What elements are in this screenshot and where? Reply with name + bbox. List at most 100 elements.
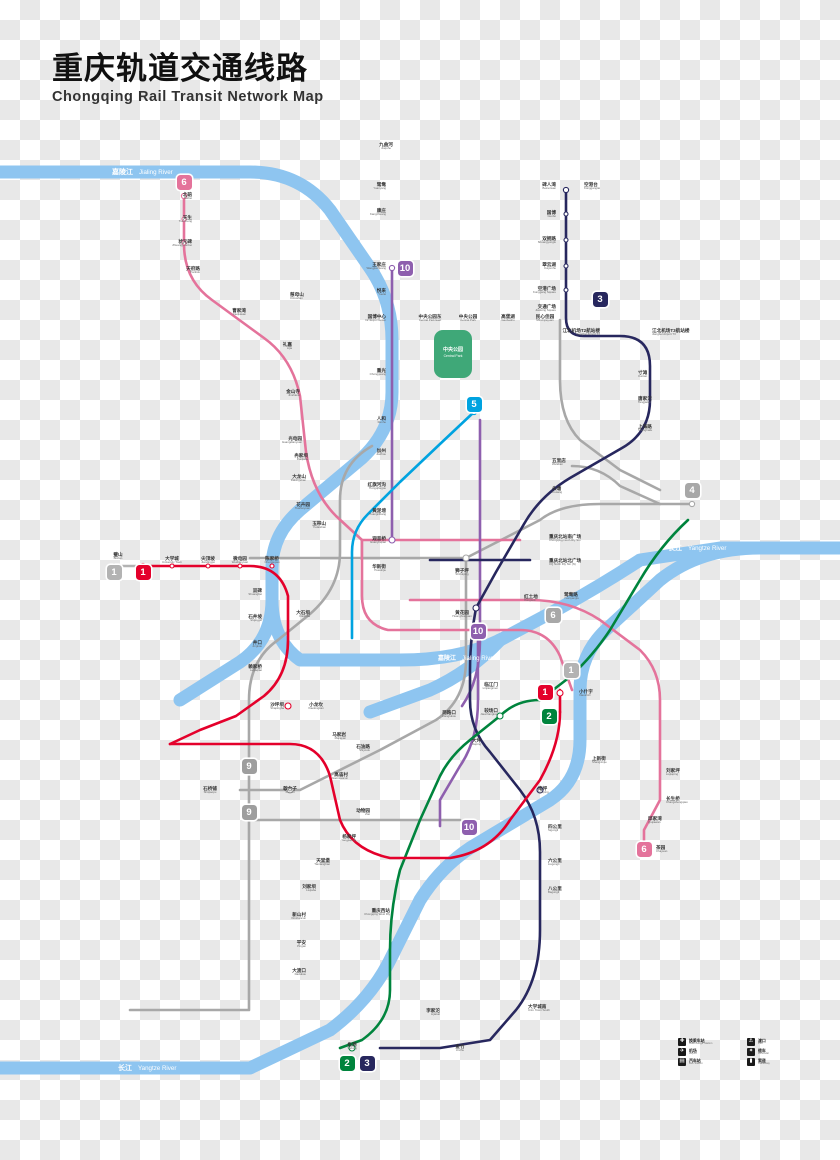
line-badge-10[interactable]: 10 xyxy=(397,260,413,276)
line-badge-9[interactable]: 9 xyxy=(241,804,257,820)
line-badge-1[interactable]: 1 xyxy=(563,662,579,678)
line-badge-2[interactable]: 2 xyxy=(339,1055,355,1071)
line-badge-6[interactable]: 6 xyxy=(545,607,561,623)
line-badge-10[interactable]: 10 xyxy=(470,623,486,639)
line-badge-1[interactable]: 1 xyxy=(537,684,553,700)
line-badge-4[interactable]: 4 xyxy=(684,482,700,498)
line-6[interactable] xyxy=(182,194,662,851)
line-badge-10[interactable]: 10 xyxy=(461,819,477,835)
line-badge-6[interactable]: 6 xyxy=(636,841,652,857)
line-badge-1[interactable]: 1 xyxy=(106,564,122,580)
line-badge-3[interactable]: 3 xyxy=(592,291,608,307)
line-9[interactable] xyxy=(128,444,462,1012)
line-5[interactable] xyxy=(350,410,476,640)
line-badge-2[interactable]: 2 xyxy=(541,708,557,724)
line-badge-5[interactable]: 5 xyxy=(466,396,482,412)
line-4[interactable] xyxy=(238,318,694,792)
line-badge-3[interactable]: 3 xyxy=(359,1055,375,1071)
line-badge-6[interactable]: 6 xyxy=(176,174,192,190)
